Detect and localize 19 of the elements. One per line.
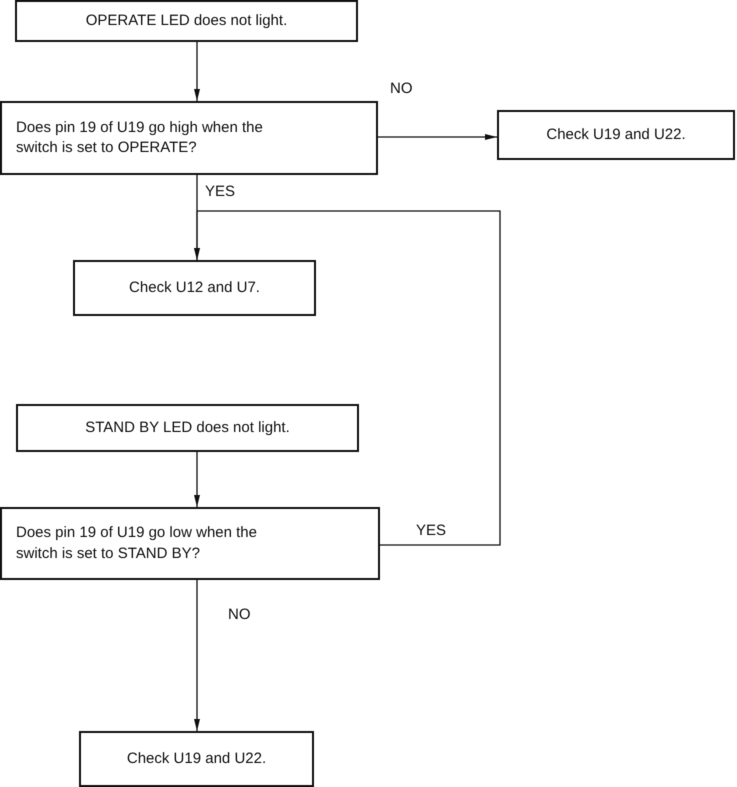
process-box: [79, 731, 314, 787]
box-text: Check U12 and U7.: [129, 278, 260, 298]
arrow: [194, 580, 200, 731]
box-text: Does pin 19 of U19 go high when the switch is set to OPERATE?: [16, 118, 264, 158]
process-box: [15, 0, 358, 42]
process-box: [0, 507, 380, 580]
box-text: Check U19 and U22.: [126, 748, 266, 769]
process-box: [16, 404, 359, 452]
process-box: [0, 101, 378, 175]
arrow: [378, 134, 497, 140]
arrow: [194, 452, 200, 507]
box-text: OPERATE LED does not light.: [86, 10, 288, 31]
box-text: STAND BY LED does not light.: [85, 418, 290, 438]
arrow: [194, 210, 501, 546]
process-box: [73, 260, 316, 316]
process-box: [497, 110, 735, 160]
box-text: Does pin 19 of U19 go low when the switch is set to STAND BY?: [16, 523, 258, 564]
box-text: Check U19 and U22.: [546, 124, 686, 145]
arrow: [194, 42, 200, 101]
